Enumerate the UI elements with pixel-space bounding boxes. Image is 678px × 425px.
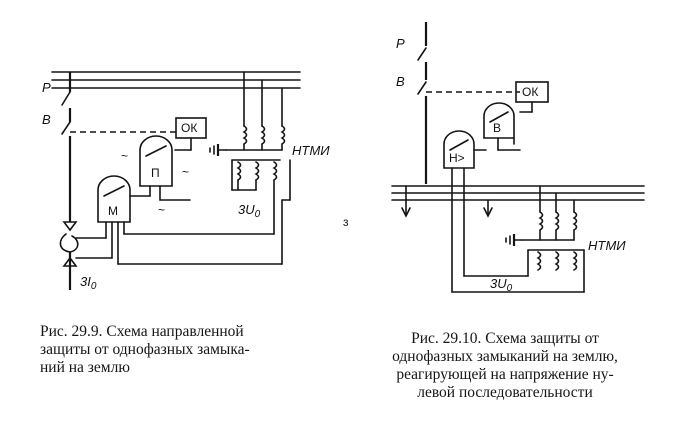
fig2-relay-h-label: H>	[449, 151, 465, 165]
figure-29-9-caption: Рис. 29.9. Схема направленной защиты от …	[40, 323, 330, 377]
caption-line: левой последовательности	[417, 384, 593, 401]
tmi-secondary-coils	[236, 161, 278, 181]
fig1-current-label: 3I0	[80, 274, 97, 292]
ct-triangle-1	[62, 221, 78, 232]
fig1-relay-p-label: П	[151, 166, 160, 180]
relay-p-box	[139, 135, 173, 187]
switch-p	[61, 91, 71, 106]
fig1-relay-m-label: М	[108, 204, 118, 218]
figure-29-10-diagram: P B ОК В H> 3U0 НТМИ	[391, 22, 645, 294]
fig2-relay-b-box	[483, 102, 515, 139]
fig1-voltage-label: 3U0	[238, 202, 261, 220]
fig2-label-p: P	[396, 36, 405, 51]
caption-line: Рис. 29.9. Схема направленной	[40, 323, 244, 340]
fig1-label-b: B	[42, 112, 51, 127]
svg-text:~: ~	[158, 203, 165, 217]
svg-text:~: ~	[182, 165, 189, 179]
caption-line: однофазных замыканий на землю,	[392, 348, 618, 365]
fig2-relay-h-box	[443, 130, 475, 169]
fig1-relay-ok-label: ОК	[181, 121, 197, 135]
stray-mark: ɜ	[343, 215, 349, 229]
fig2-tmi-secondary	[536, 251, 578, 271]
relay-m-box	[97, 175, 131, 223]
fig2-voltage-label: 3U0	[490, 276, 513, 294]
tmi-primary-coils	[242, 125, 286, 145]
fig2-transformer-label: НТМИ	[588, 238, 626, 253]
figure-29-10-caption: Рис. 29.10. Схема защиты от однофазных з…	[356, 330, 654, 402]
switch-b	[61, 121, 71, 135]
fig2-switch-p	[417, 47, 427, 61]
caption-line: ний на землю	[40, 359, 130, 376]
fig2-tmi-primary	[538, 211, 578, 231]
caption-line: защиты от однофазных замыка-	[40, 341, 250, 358]
fig2-relay-b-label: В	[493, 121, 501, 135]
caption-line: Рис. 29.10. Схема защиты от	[411, 330, 599, 347]
fig2-label-b: B	[396, 74, 405, 89]
ct-loop	[59, 233, 79, 253]
figure-29-9-diagram: ~ ~ ~	[42, 71, 330, 292]
caption-line: реагирующей на напряжение ну-	[396, 366, 614, 383]
svg-text:~: ~	[121, 149, 128, 163]
fig1-transformer-label: НТМИ	[292, 143, 330, 158]
fig2-relay-ok-label: ОК	[522, 85, 538, 99]
fig2-switch-b	[417, 81, 427, 95]
fig1-label-p: P	[42, 80, 51, 95]
